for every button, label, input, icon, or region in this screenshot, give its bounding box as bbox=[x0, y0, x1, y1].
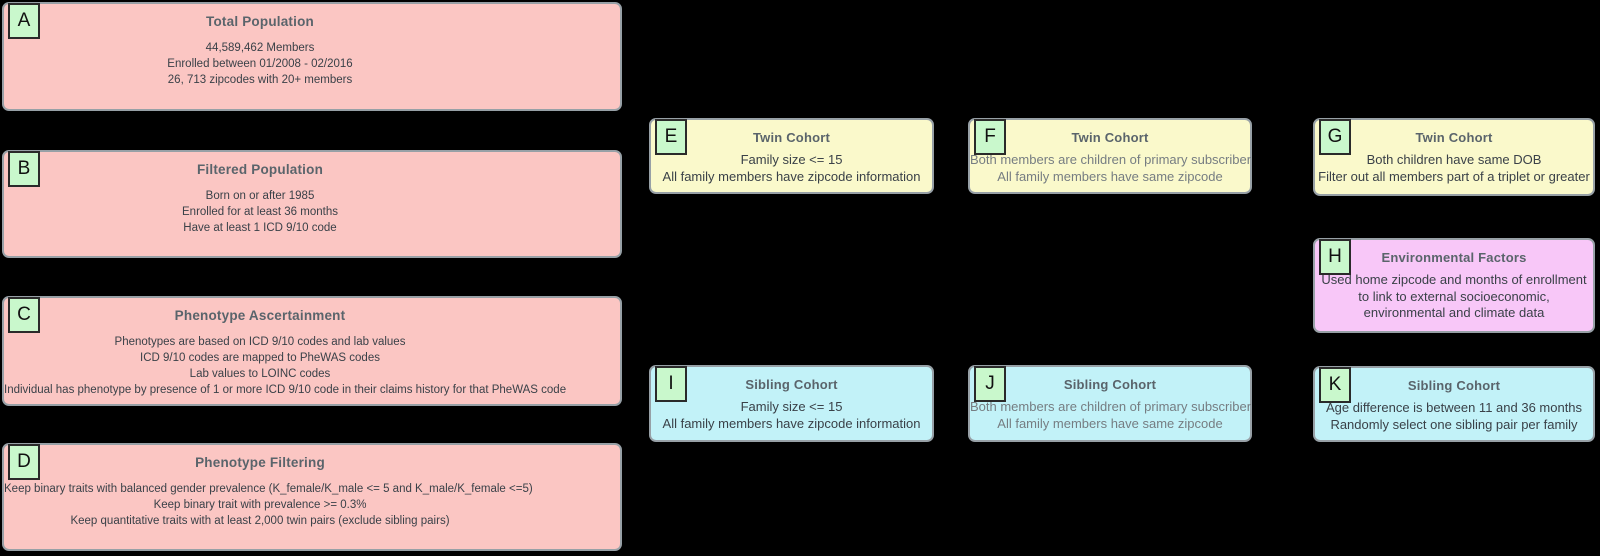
node-title: Twin Cohort bbox=[752, 130, 831, 145]
node-environmental-factors: H Environmental Factors Used home zipcod… bbox=[1313, 238, 1595, 333]
node-text-line: All family members have zipcode informat… bbox=[662, 415, 921, 431]
node-twin-cohort-f: F Twin Cohort Both members are children … bbox=[968, 118, 1252, 194]
node-total-population: A Total Population 44,589,462 Members En… bbox=[2, 2, 622, 111]
node-content: Sibling Cohort Age difference is between… bbox=[1315, 368, 1593, 440]
node-label-badge: E bbox=[655, 119, 687, 155]
node-text-line: 26, 713 zipcodes with 20+ members bbox=[167, 74, 353, 86]
node-text-line: ICD 9/10 codes are mapped to PheWAS code… bbox=[140, 352, 380, 364]
node-text-line: Enrolled for at least 36 months bbox=[182, 206, 338, 218]
node-twin-cohort-e: E Twin Cohort Family size <= 15 All fami… bbox=[649, 118, 934, 194]
node-text-line: Family size <= 15 bbox=[740, 152, 843, 167]
node-text-line: Age difference is between 11 and 36 mont… bbox=[1325, 400, 1583, 415]
node-label-badge: F bbox=[974, 119, 1006, 155]
node-text-line: Born on or after 1985 bbox=[205, 190, 315, 202]
node-label-badge: I bbox=[655, 366, 687, 402]
node-title: Phenotype Filtering bbox=[195, 455, 325, 470]
node-content: Phenotype Ascertainment Phenotypes are b… bbox=[4, 298, 567, 404]
node-text-line: Both members are children of primary sub… bbox=[970, 399, 1252, 414]
node-text-line: Keep binary trait with prevalence >= 0.3… bbox=[153, 499, 367, 511]
node-text-line: Lab values to LOINC codes bbox=[189, 368, 331, 380]
node-label-badge: D bbox=[8, 444, 40, 480]
node-text-line: Randomly select one sibling pair per fam… bbox=[1330, 416, 1578, 432]
node-sibling-cohort-k: K Sibling Cohort Age difference is betwe… bbox=[1313, 366, 1595, 442]
node-label-badge: H bbox=[1319, 239, 1351, 275]
node-phenotype-ascertainment: C Phenotype Ascertainment Phenotypes are… bbox=[2, 296, 622, 406]
node-text-line: Keep binary traits with balanced gender … bbox=[4, 483, 533, 495]
node-text-line: All family members have same zipcode bbox=[997, 168, 1223, 184]
node-twin-cohort-g: G Twin Cohort Both children have same DO… bbox=[1313, 118, 1595, 196]
node-content: Phenotype Filtering Keep binary traits w… bbox=[4, 445, 533, 549]
node-title: Twin Cohort bbox=[1415, 130, 1493, 145]
node-title: Sibling Cohort bbox=[745, 377, 838, 392]
node-content: Environmental Factors Used home zipcode … bbox=[1315, 240, 1593, 331]
node-phenotype-filtering: D Phenotype Filtering Keep binary traits… bbox=[2, 443, 622, 551]
node-text-line: All family members have zipcode informat… bbox=[662, 168, 921, 184]
node-filtered-population: B Filtered Population Born on or after 1… bbox=[2, 150, 622, 258]
node-title: Total Population bbox=[206, 14, 314, 29]
node-label-badge: G bbox=[1319, 119, 1351, 155]
node-text-line: Both members are children of primary sub… bbox=[970, 152, 1252, 167]
node-text-line: Filter out all members part of a triplet… bbox=[1318, 168, 1590, 184]
node-sibling-cohort-i: I Sibling Cohort Family size <= 15 All f… bbox=[649, 365, 934, 442]
node-title: Twin Cohort bbox=[1071, 130, 1149, 145]
node-text-line: Phenotypes are based on ICD 9/10 codes a… bbox=[114, 336, 406, 348]
node-text-line: All family members have same zipcode bbox=[997, 415, 1223, 431]
node-content: Twin Cohort Both members are children of… bbox=[970, 120, 1252, 192]
node-title: Filtered Population bbox=[196, 162, 324, 177]
node-content: Sibling Cohort Both members are children… bbox=[970, 367, 1252, 440]
node-text-line: Family size <= 15 bbox=[740, 399, 843, 414]
node-label-badge: A bbox=[8, 3, 40, 39]
node-title: Environmental Factors bbox=[1381, 250, 1527, 265]
node-sibling-cohort-j: J Sibling Cohort Both members are childr… bbox=[968, 365, 1252, 442]
node-text-line: Enrolled between 01/2008 - 02/2016 bbox=[167, 58, 353, 70]
node-label-badge: B bbox=[8, 151, 40, 187]
node-content: Filtered Population Born on or after 198… bbox=[4, 152, 516, 256]
node-content: Twin Cohort Family size <= 15 All family… bbox=[651, 120, 932, 192]
node-label-badge: C bbox=[8, 297, 40, 333]
node-text-line: Used home zipcode and months of enrollme… bbox=[1321, 272, 1587, 320]
node-text-line: Individual has phenotype by presence of … bbox=[4, 384, 567, 396]
node-label-badge: K bbox=[1319, 367, 1351, 403]
node-title: Sibling Cohort bbox=[1407, 378, 1501, 393]
node-title: Phenotype Ascertainment bbox=[174, 308, 346, 323]
node-title: Sibling Cohort bbox=[1063, 377, 1157, 392]
node-text-line: Keep quantitative traits with at least 2… bbox=[70, 515, 450, 527]
node-text-line: Have at least 1 ICD 9/10 code bbox=[183, 222, 337, 234]
node-text-line: 44,589,462 Members bbox=[205, 42, 315, 54]
node-content: Total Population 44,589,462 Members Enro… bbox=[4, 4, 516, 109]
node-text-line: Both children have same DOB bbox=[1366, 152, 1542, 167]
node-content: Twin Cohort Both children have same DOB … bbox=[1315, 120, 1593, 194]
node-content: Sibling Cohort Family size <= 15 All fam… bbox=[651, 367, 932, 440]
node-label-badge: J bbox=[974, 366, 1006, 402]
